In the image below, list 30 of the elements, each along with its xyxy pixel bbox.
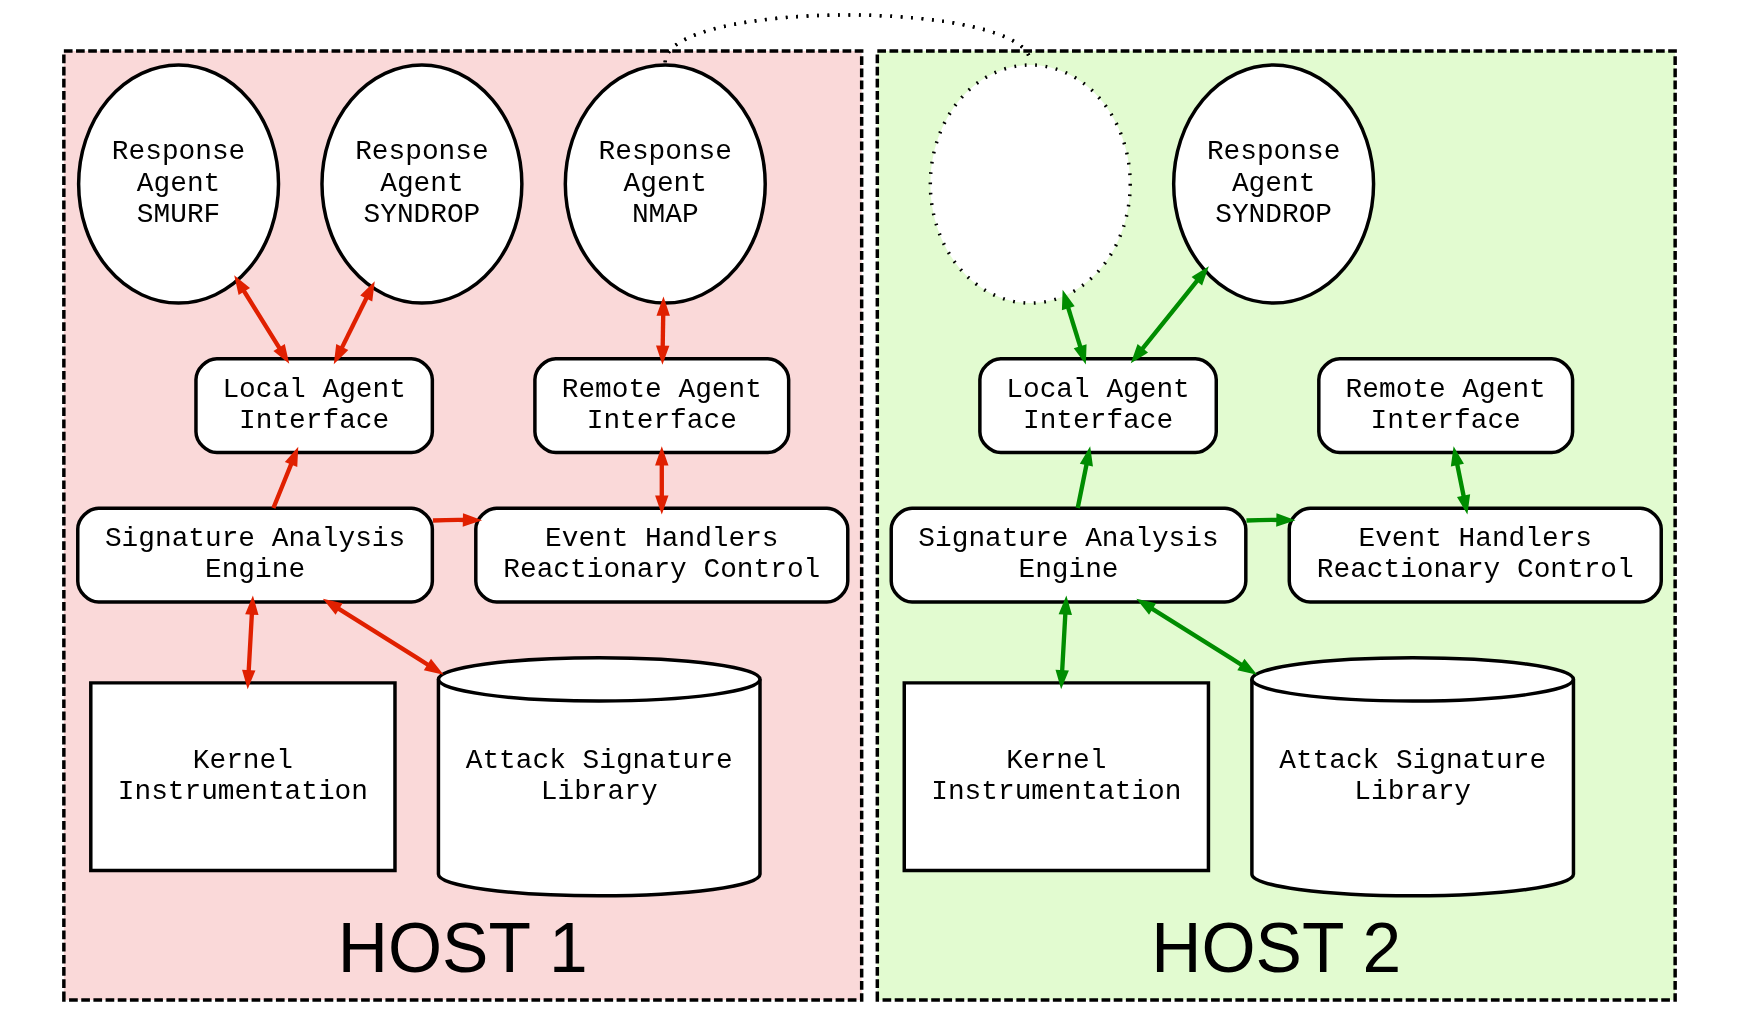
node-box: Signature Analysis Engine: [889, 506, 1248, 604]
node-box: Signature Analysis Engine: [76, 506, 435, 604]
arrow: [242, 595, 259, 690]
arrow: [1136, 598, 1258, 675]
node-box: Local Agent Interface: [978, 357, 1218, 455]
arrow: [655, 446, 669, 515]
node-ellipse: Response Agent SYNDROP: [1171, 63, 1376, 305]
arrow: [333, 281, 375, 365]
node-box: Event Handlers Reactionary Control: [474, 506, 850, 604]
node-circle: [928, 63, 1132, 305]
arrow: [322, 598, 444, 675]
node-ellipse: Response Agent NMAP: [563, 63, 767, 305]
node-box: Remote Agent Interface: [533, 357, 791, 455]
node-ellipse: Response Agent SMURF: [76, 63, 281, 305]
node-box: Local Agent Interface: [194, 357, 435, 455]
arrow: [432, 513, 483, 527]
arrow: [1450, 446, 1471, 515]
node-box: Remote Agent Interface: [1317, 357, 1575, 455]
arrow: [271, 446, 299, 509]
connector: [663, 13, 1032, 64]
arrow: [1055, 595, 1072, 690]
arrow: [1061, 289, 1087, 365]
arrow: [234, 275, 290, 364]
node-box: Kernel Instrumentation: [89, 681, 397, 873]
arrow: [656, 296, 670, 365]
arrow: [1130, 266, 1209, 364]
node-box: Event Handlers Reactionary Control: [1287, 506, 1663, 604]
node-box: Kernel Instrumentation: [902, 681, 1211, 873]
arrow: [1246, 513, 1296, 527]
arrow: [1075, 446, 1093, 509]
